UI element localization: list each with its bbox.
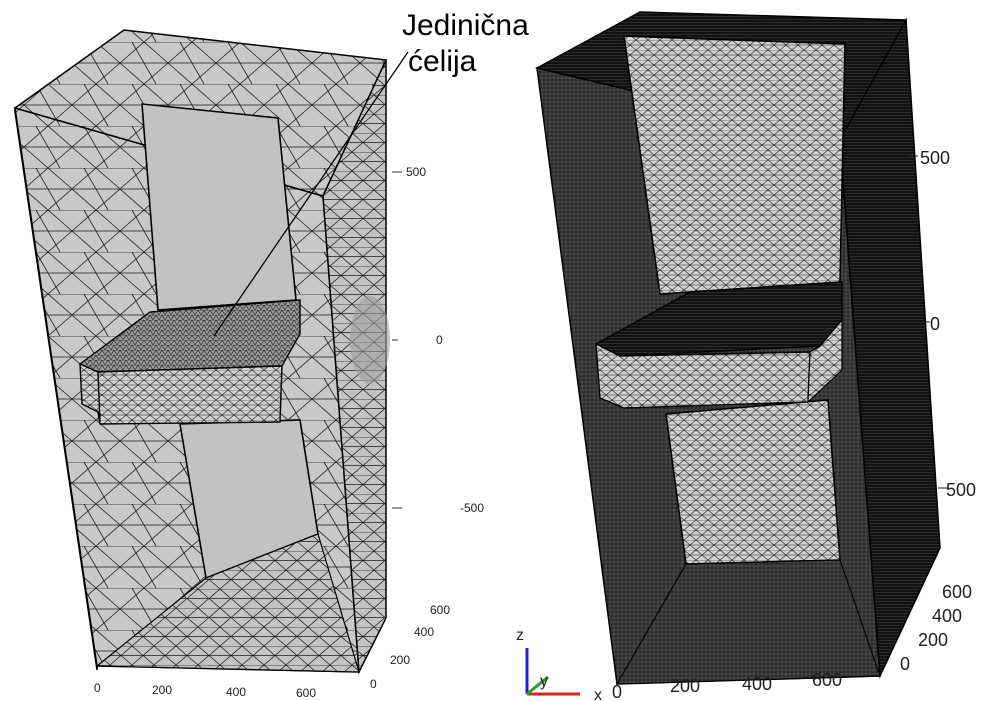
callout-leader-line	[213, 51, 409, 337]
left-cutaway-floor	[95, 533, 360, 673]
right-box-right-face	[839, 17, 941, 679]
right-z-tick: 500	[946, 480, 976, 500]
right-y-tick: 200	[918, 630, 948, 650]
triad-x-label: x	[594, 687, 602, 701]
left-y-tick: 600	[430, 603, 450, 617]
right-x-tick: 200	[670, 676, 700, 696]
right-x-ticks: 0 200 400 600	[612, 670, 842, 701]
left-z-ticks: 500 0 -500	[392, 165, 484, 515]
triad-y-axis	[526, 675, 549, 696]
right-cutaway-lower	[665, 399, 841, 565]
right-y-tick: 400	[932, 606, 962, 626]
unit-cell-side-fine	[807, 318, 843, 404]
right-cutaway-upper	[623, 35, 846, 295]
left-z-tick: 500	[406, 165, 426, 179]
right-mesh-box	[534, 11, 941, 685]
unit-cell-front	[79, 362, 283, 425]
left-z-tick: -500	[460, 501, 484, 515]
left-x-tick: 600	[296, 686, 316, 700]
left-z-tick: 0	[436, 333, 443, 347]
right-z-ticks: 500 0 500	[908, 148, 976, 500]
left-x-tick: 0	[94, 681, 101, 695]
right-y-ticks: 0 200 400 600	[900, 582, 972, 674]
right-z-tick: 500	[920, 148, 950, 168]
callout-line-1: Jedinična	[402, 9, 529, 42]
left-x-ticks: 0 200 400 600	[94, 681, 316, 700]
unit-cell-callout: Jedinična ćelija	[402, 8, 529, 80]
triad-y-label: y	[540, 673, 548, 690]
left-cutaway-upper	[141, 103, 297, 311]
axis-triad: z y x	[516, 627, 602, 701]
right-x-tick: 600	[812, 670, 842, 690]
callout-line-2: ćelija	[408, 45, 477, 78]
left-y-ticks: 0 200 400 600	[370, 603, 450, 691]
right-x-tick: 0	[612, 682, 622, 701]
right-y-tick: 600	[942, 582, 972, 602]
left-x-tick: 400	[226, 685, 246, 699]
right-x-tick: 400	[742, 674, 772, 694]
left-y-tick: 400	[414, 625, 434, 639]
right-cutaway-floor	[615, 559, 881, 685]
left-y-tick: 200	[390, 653, 410, 667]
right-y-tick: 0	[900, 654, 910, 674]
left-x-tick: 200	[152, 683, 172, 697]
right-z-tick: 0	[930, 314, 940, 334]
triad-z-label: z	[516, 627, 524, 644]
left-mesh-box	[13, 29, 390, 675]
left-y-tick: 0	[370, 677, 377, 691]
